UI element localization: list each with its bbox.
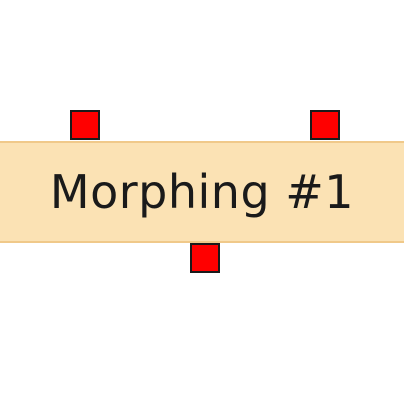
- input-port-2[interactable]: [310, 110, 340, 140]
- node-label: Morphing #1: [49, 165, 355, 219]
- morphing-node[interactable]: Morphing #1: [0, 141, 404, 243]
- input-port-1[interactable]: [70, 110, 100, 140]
- output-port-1[interactable]: [190, 243, 220, 273]
